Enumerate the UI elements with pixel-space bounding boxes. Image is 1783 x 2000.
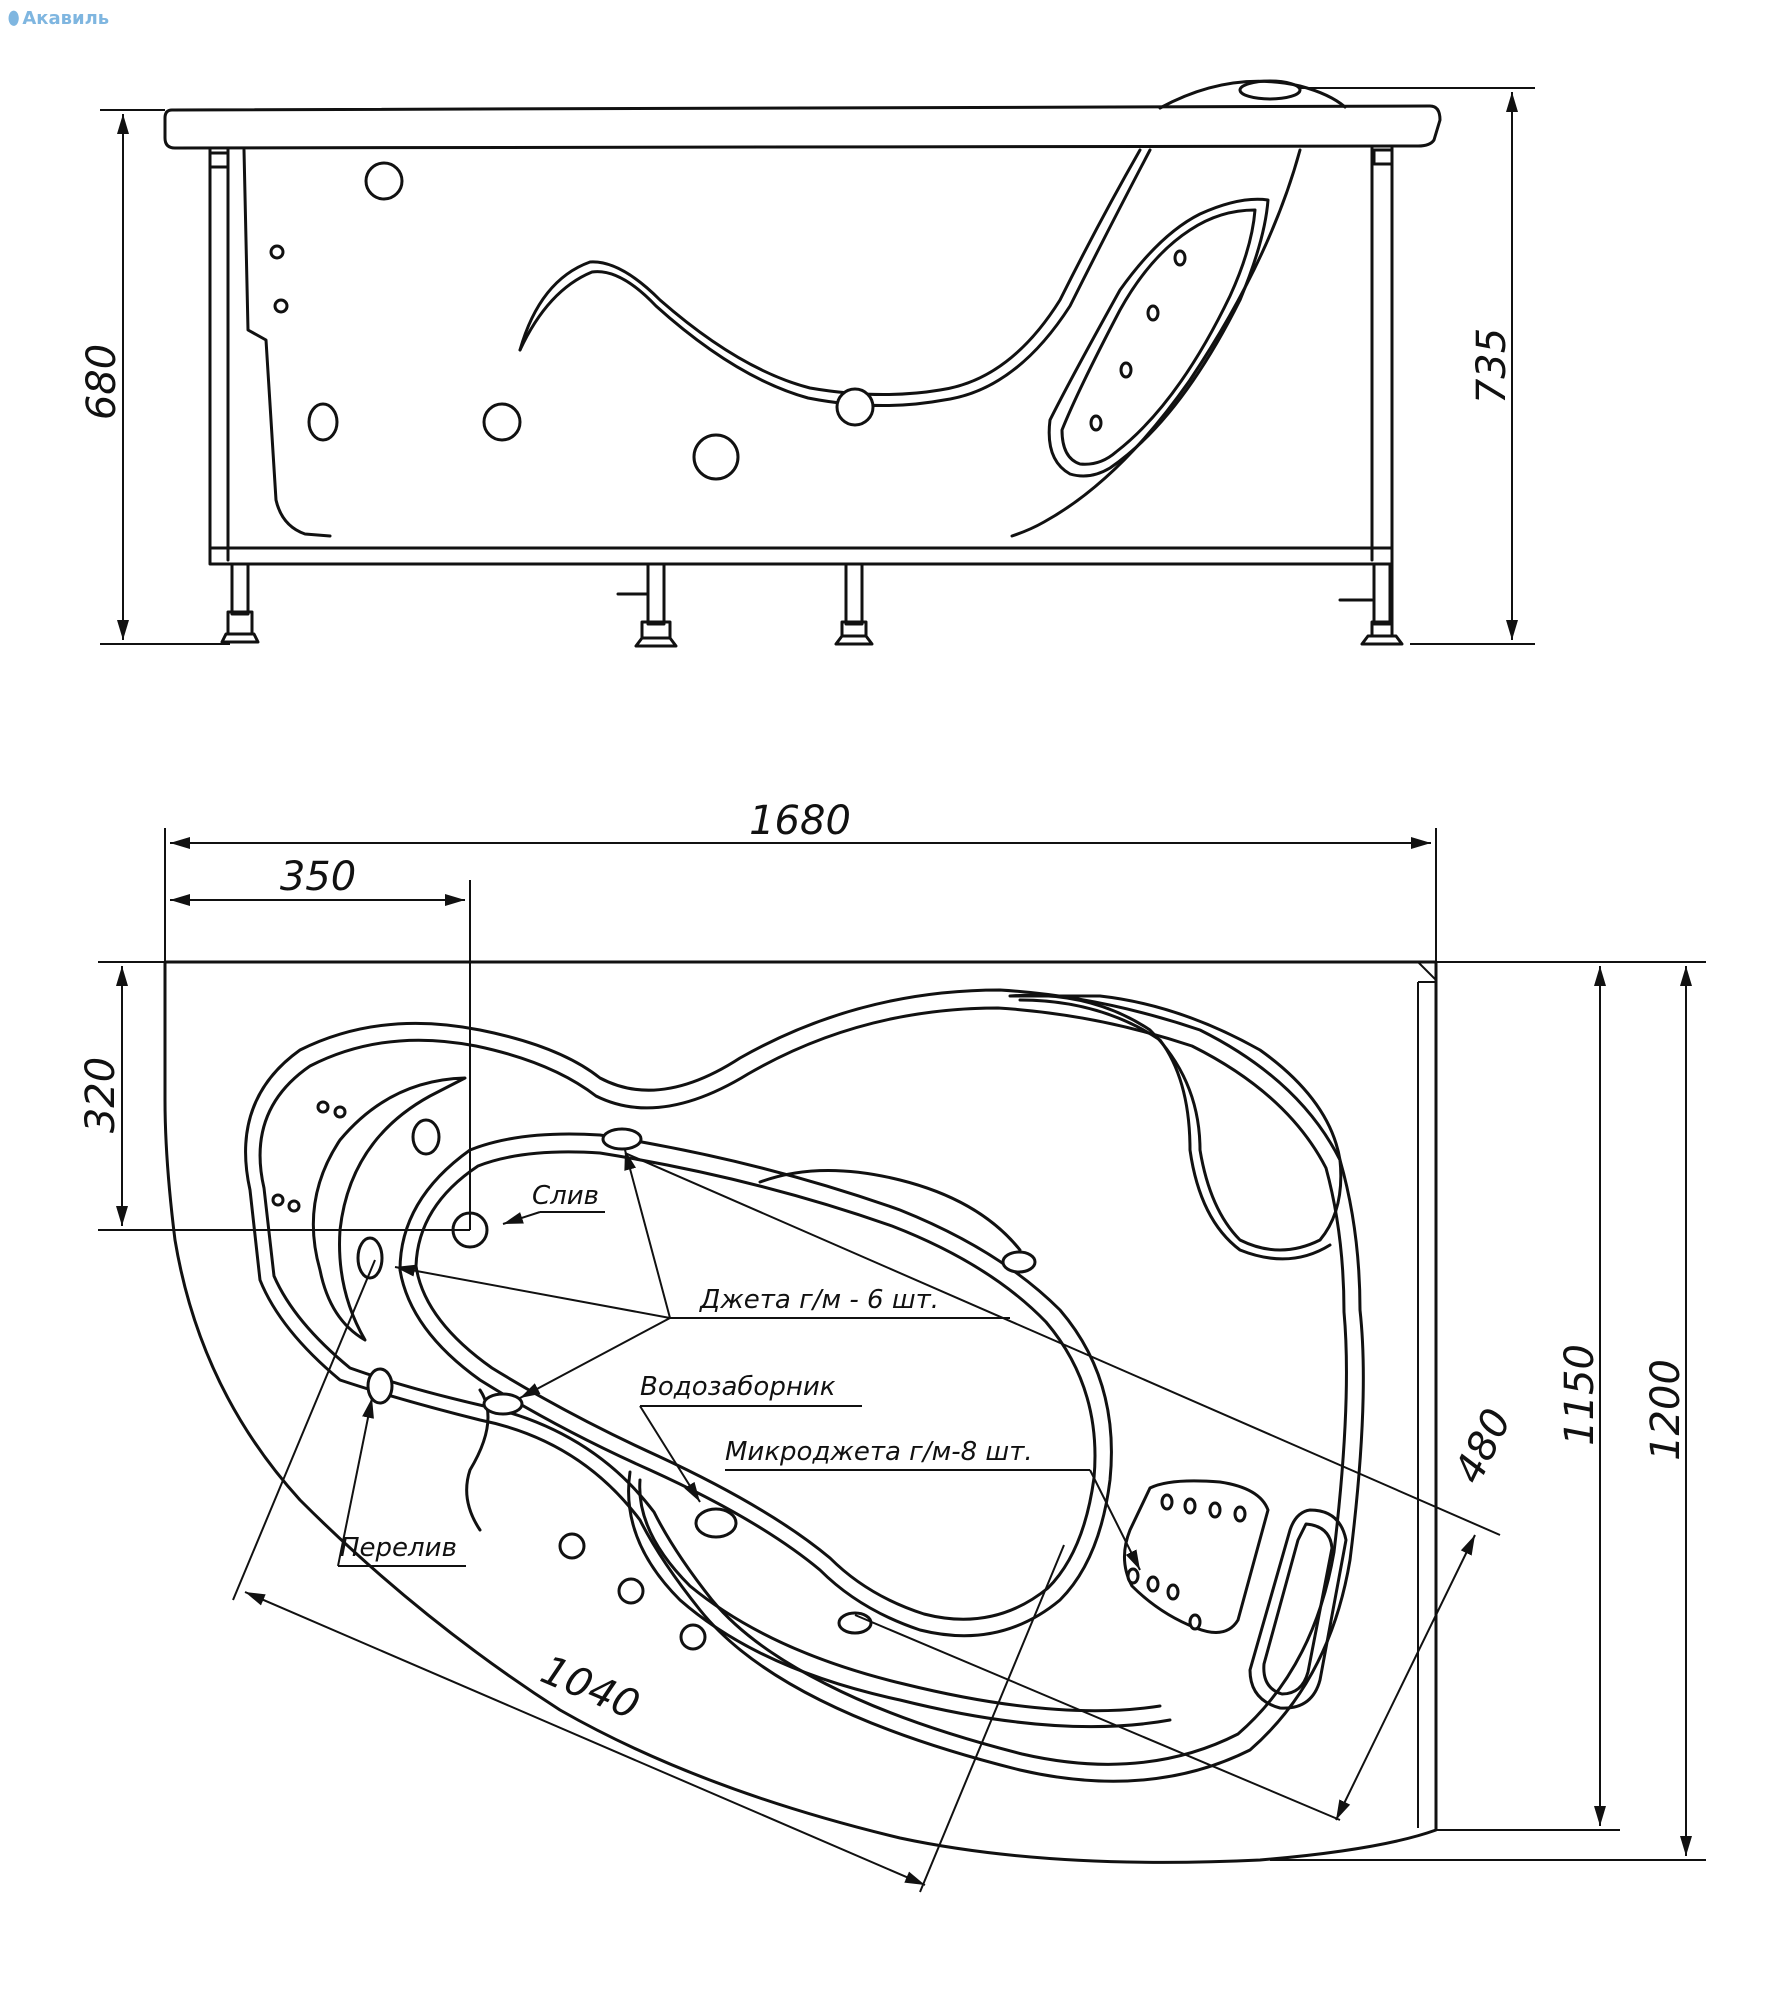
microjets — [1126, 1493, 1247, 1631]
headrest-pad — [1238, 79, 1302, 101]
dim-735-label: 735 — [1469, 328, 1515, 404]
left-crescent — [311, 1076, 467, 1342]
water-intake-label: Водозаборник — [640, 1372, 836, 1402]
watermark-text: Акавиль — [22, 8, 110, 29]
side-view: 680 735 — [79, 79, 1535, 648]
headrest-swirl — [1008, 993, 1343, 1252]
brand-watermark: ⬮Акавиль — [8, 8, 109, 29]
dim-line-480 — [1335, 1534, 1476, 1821]
tub-body-outline — [242, 148, 1302, 538]
side-view-jets — [269, 161, 1187, 481]
dim-1200-label: 1200 — [1643, 1359, 1689, 1461]
dim-480-label: 480 — [1446, 1402, 1521, 1491]
headrest-bump — [1158, 79, 1347, 110]
backrest-panel — [1047, 197, 1270, 478]
seat-curve — [518, 148, 1142, 397]
tub-rim — [163, 104, 1442, 150]
headrest-pillow — [1248, 1508, 1348, 1710]
overflow-label: Перелив — [340, 1533, 457, 1563]
dim-680-label: 680 — [79, 344, 125, 420]
inner-basin — [398, 1132, 1113, 1638]
dim-350-label: 350 — [280, 854, 356, 900]
dim-1150-label: 1150 — [1557, 1344, 1603, 1446]
dim-line-1040 — [244, 1591, 926, 1886]
dim-320-label: 320 — [78, 1057, 124, 1133]
top-view: 1680 350 320 1150 1200 480 — [78, 798, 1706, 1893]
tub-rim-inner — [244, 988, 1365, 1783]
microjets-label: Микроджета г/м-8 шт. — [725, 1437, 1033, 1467]
jets-label: Джета г/м - 6 шт. — [699, 1285, 939, 1315]
dim-1040-label: 1040 — [534, 1647, 646, 1729]
dim-1680-label: 1680 — [749, 798, 851, 844]
drop-icon: ⬮ — [8, 8, 20, 29]
drain-label: Слив — [532, 1181, 599, 1211]
support-legs — [220, 562, 1404, 648]
frame-base-rail — [208, 546, 1394, 566]
